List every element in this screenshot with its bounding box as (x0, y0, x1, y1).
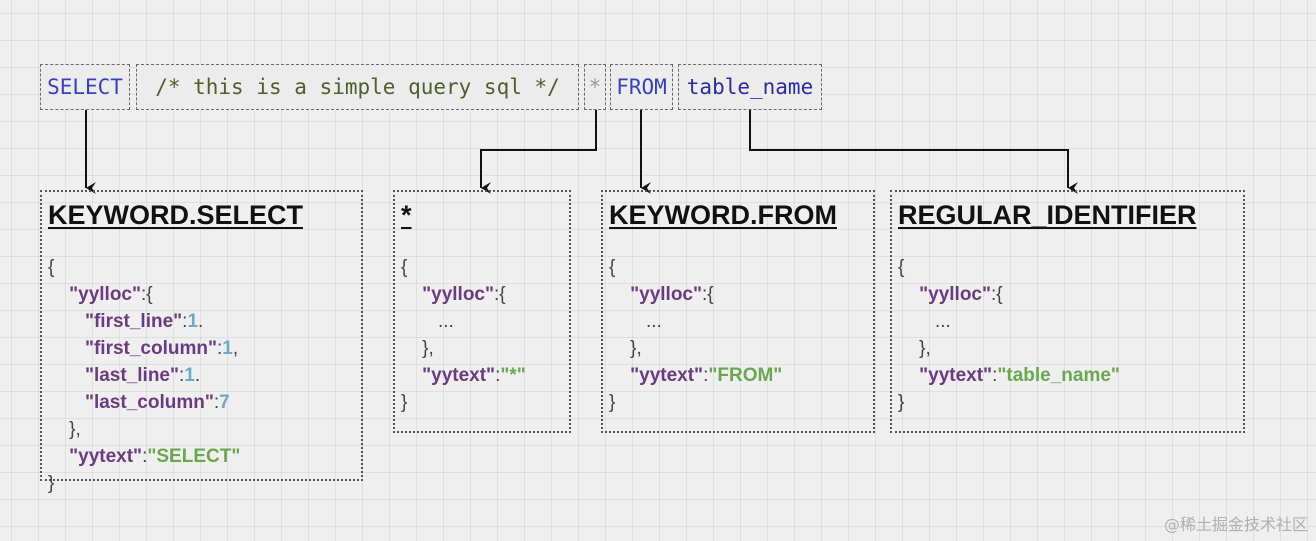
node-keyword-from: KEYWORD.FROM { "yylloc":{ ... }, "yytext… (601, 190, 875, 433)
ellipsis: ... (934, 311, 951, 332)
yytext-key: "yytext" (69, 446, 143, 467)
token-comment: /* this is a simple query sql */ (136, 64, 579, 110)
yytext-value: "table_name" (997, 365, 1120, 386)
first-column-value: 1 (222, 338, 233, 359)
token-select: SELECT (40, 64, 130, 110)
last-line-value: 1 (184, 365, 195, 386)
last-column-value: 7 (219, 392, 230, 413)
ellipsis: ... (437, 311, 454, 332)
token-table-name-text: table_name (686, 75, 814, 99)
brace-open: { (898, 257, 905, 278)
node-title: KEYWORD.SELECT (48, 200, 304, 230)
brace-close: } (48, 473, 55, 494)
brace-open: { (401, 257, 408, 278)
yytext-value: "*" (500, 365, 526, 386)
token-from: FROM (610, 64, 673, 110)
yytext-key: "yytext" (630, 365, 704, 386)
node-title: REGULAR_IDENTIFIER (898, 200, 1197, 230)
first-line-key: "first_line" (84, 311, 183, 332)
yytext-key: "yytext" (919, 365, 993, 386)
arrow-table-name (749, 110, 1078, 194)
node-regular-identifier: REGULAR_IDENTIFIER { "yylloc":{ ... }, "… (890, 190, 1245, 433)
yytext-value: "SELECT" (147, 446, 241, 467)
brace-close: } (609, 392, 616, 413)
node-title: KEYWORD.FROM (609, 200, 837, 230)
brace-close: } (898, 392, 905, 413)
token-table-name: table_name (678, 64, 822, 110)
brace-open: { (609, 257, 616, 278)
yytext-key: "yytext" (422, 365, 496, 386)
yylloc-key: "yylloc" (69, 284, 142, 305)
brace-close: } (401, 392, 408, 413)
token-star-text: * (588, 75, 602, 99)
yylloc-key: "yylloc" (630, 284, 703, 305)
watermark: @稀土掘金技术社区 (1163, 515, 1308, 534)
node-code: { "yylloc":{ ... }, "yytext":"*" } (401, 257, 526, 413)
node-code: { "yylloc":{ ... }, "yytext":"FROM" } (609, 257, 783, 413)
colon: :{ (141, 284, 153, 305)
node-star: * { "yylloc":{ ... }, "yytext":"*" } (393, 190, 571, 433)
last-line-key: "last_line" (84, 365, 180, 386)
node-title: * (401, 200, 412, 230)
node-keyword-select: KEYWORD.SELECT { "yylloc":{ "first_line"… (40, 190, 363, 494)
brace-open: { (48, 257, 55, 278)
token-from-text: FROM (616, 75, 667, 99)
ellipsis: ... (645, 311, 662, 332)
first-column-key: "first_column" (84, 338, 217, 359)
node-code: { "yylloc":{ ... }, "yytext":"table_name… (898, 257, 1120, 413)
token-comment-text: /* this is a simple query sql */ (155, 75, 560, 99)
node-code: { "yylloc":{ "first_line":1. "first_colu… (48, 257, 241, 494)
arrow-star (480, 110, 597, 194)
first-line-value: 1 (187, 311, 199, 332)
token-select-text: SELECT (47, 75, 123, 99)
token-star: * (584, 64, 606, 110)
yytext-value: "FROM" (708, 365, 783, 386)
yylloc-key: "yylloc" (919, 284, 992, 305)
last-column-key: "last_column" (84, 392, 214, 413)
yylloc-key: "yylloc" (422, 284, 495, 305)
